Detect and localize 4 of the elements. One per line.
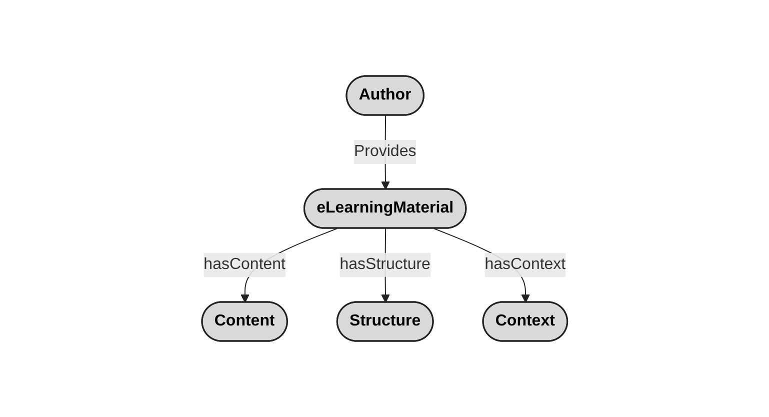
edge-label: hasContent: [204, 256, 286, 273]
edge-label: Provides: [354, 142, 416, 160]
edge-label: hasContext: [484, 256, 566, 273]
edge-label: hasStructure: [340, 256, 430, 273]
